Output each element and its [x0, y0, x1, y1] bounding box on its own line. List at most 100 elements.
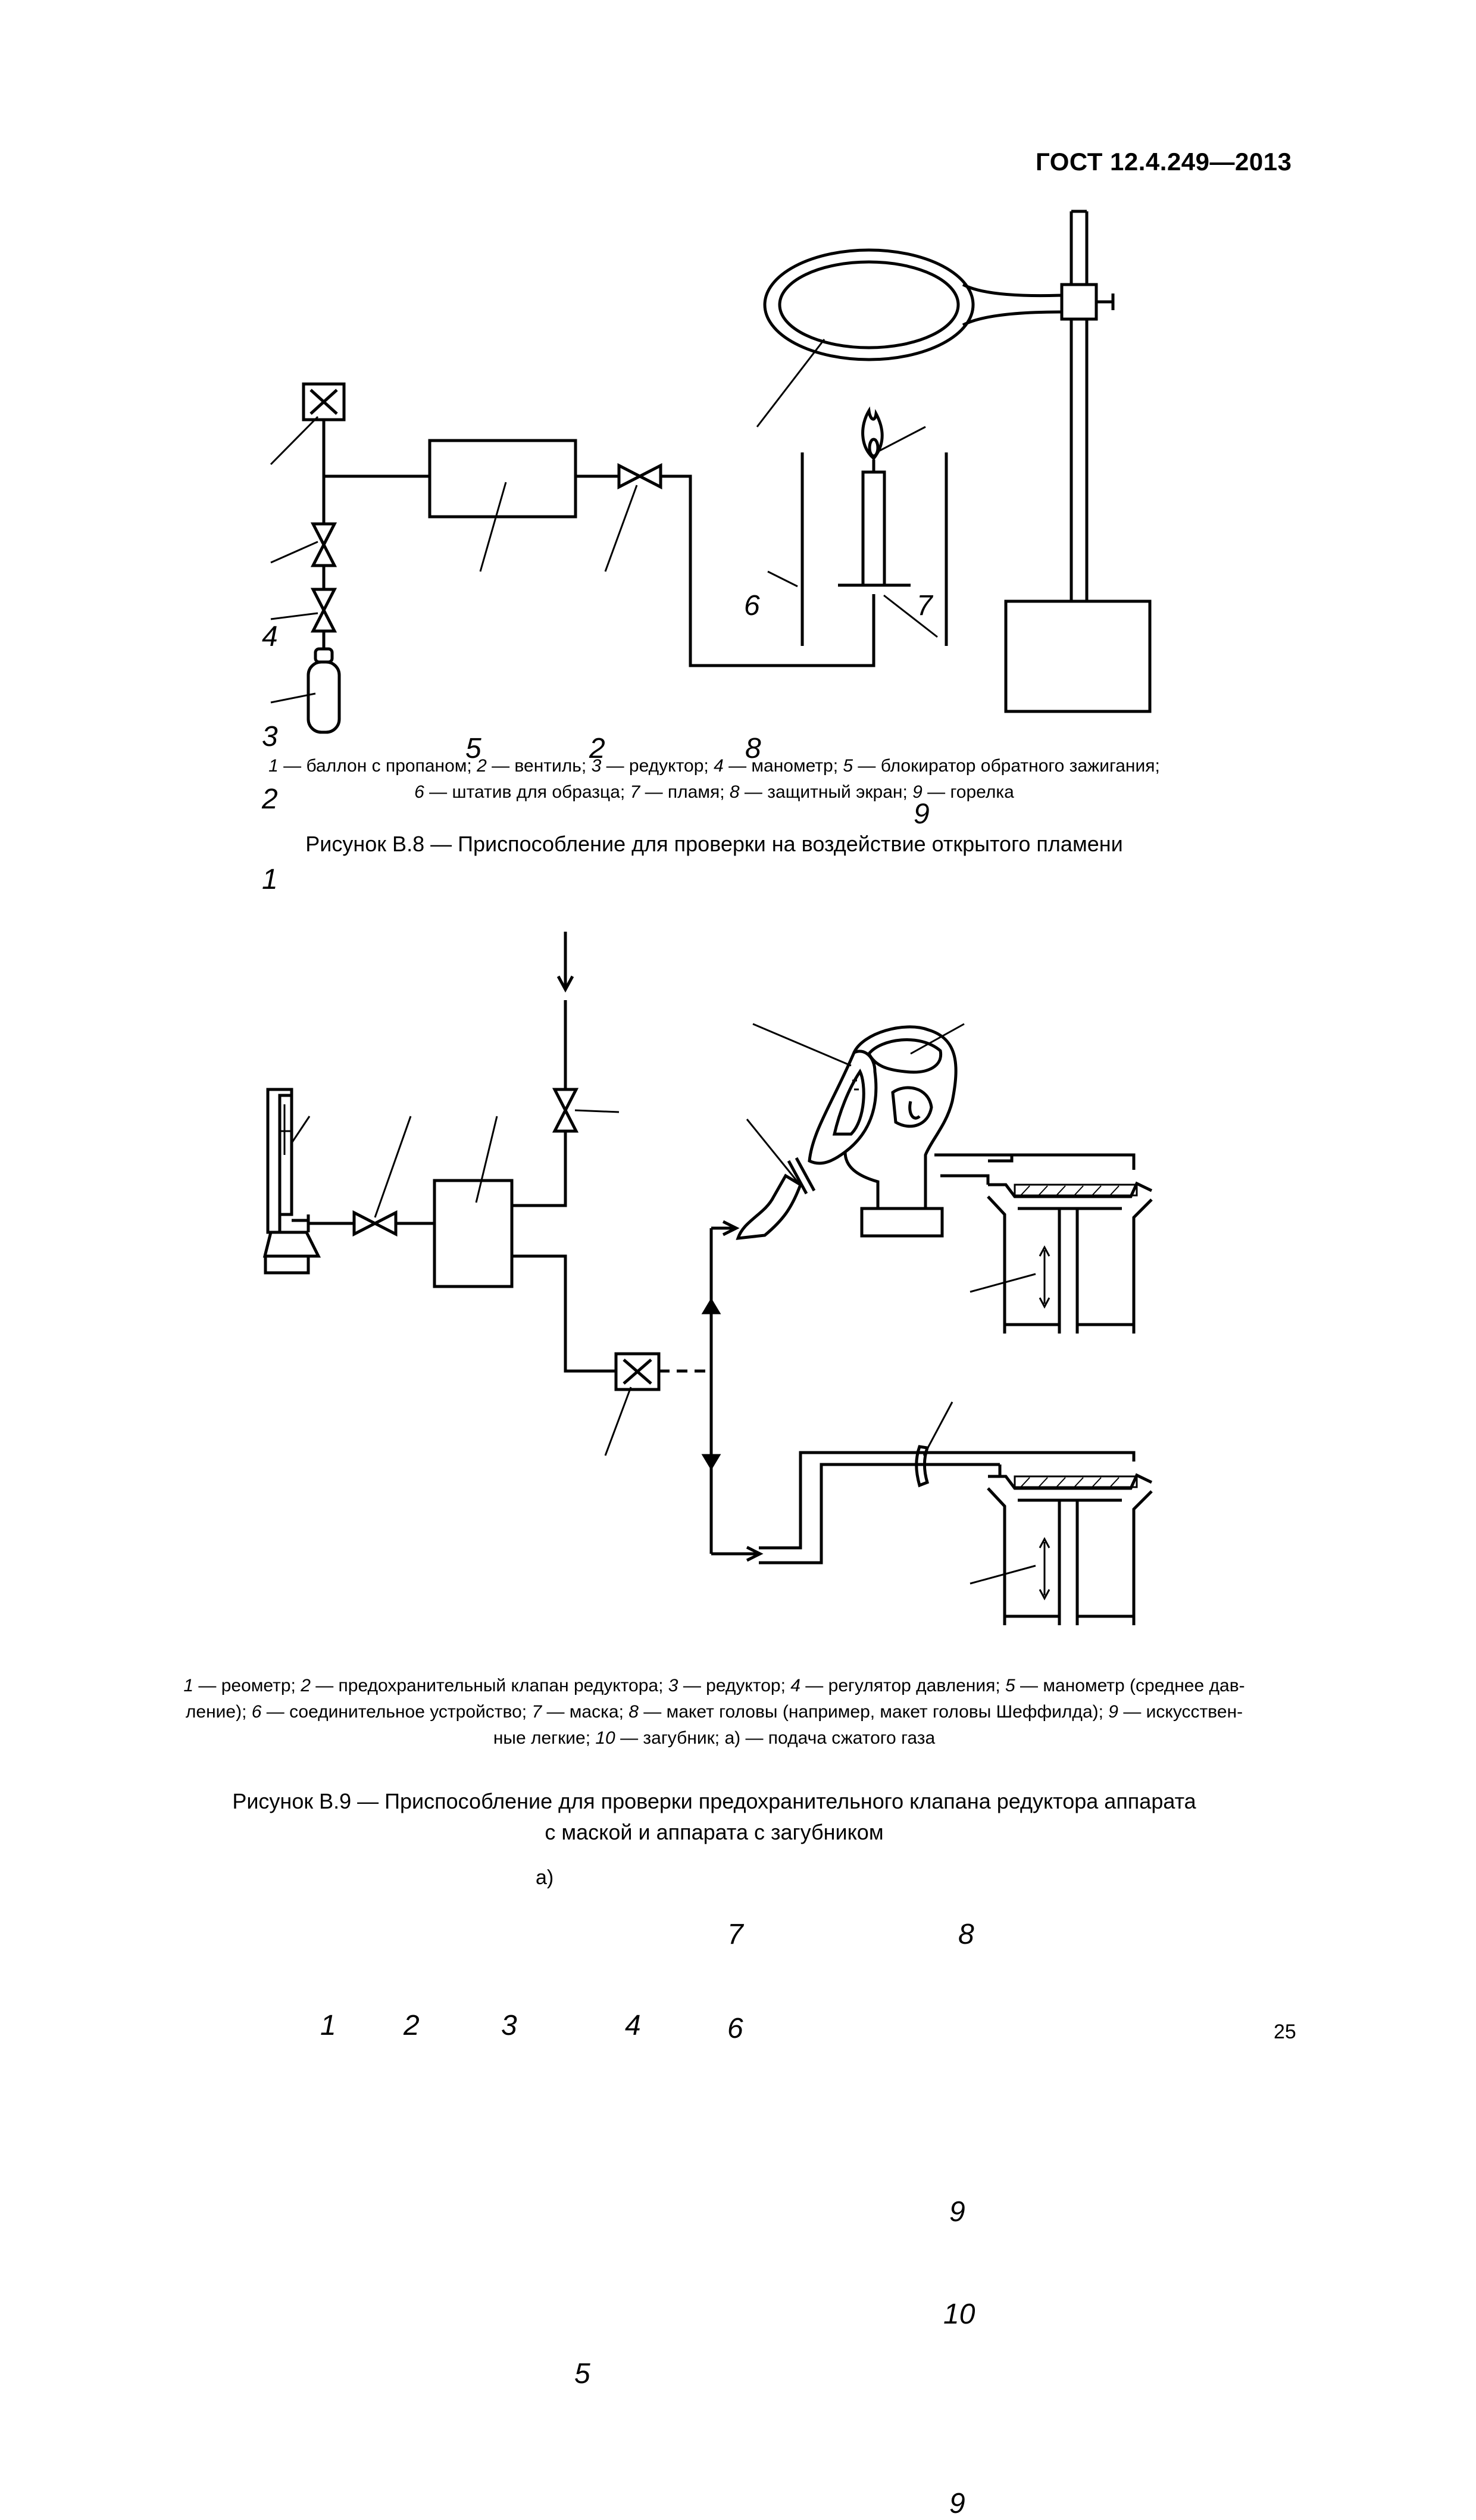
legend-text: — загубник; [615, 1728, 725, 1748]
gas-supply-arrow-icon [556, 932, 574, 993]
burner-icon [838, 460, 911, 587]
legend-key: 4 [714, 756, 724, 776]
legend-text: — штатив для образца; [424, 782, 630, 802]
legend-line: 1 — реометр; 2 — предохранительный клапа… [95, 1673, 1333, 1699]
label-7: 7 [727, 1919, 743, 1950]
legend-text: — макет головы (например, макет головы Ш… [638, 1702, 1109, 1722]
label-5: 5 [465, 733, 481, 764]
reducer-box [433, 1179, 514, 1288]
legend-text: — маска; [542, 1702, 629, 1722]
label-3: 3 [262, 721, 278, 752]
legend-line: 6 — штатив для образца; 7 — пламя; 8 — з… [95, 779, 1333, 805]
rheometer-icon [262, 1088, 321, 1275]
label-7: 7 [917, 590, 933, 622]
label-3: 3 [501, 2010, 517, 2041]
figure-b9-legend: 1 — реометр; 2 — предохранительный клапа… [95, 1673, 1333, 1751]
legend-key: 8 [628, 1702, 639, 1722]
specimen-ring-icon [763, 248, 1062, 361]
legend-text: а) — подача сжатого газа [724, 1728, 936, 1748]
legend-text: — пламя; [640, 782, 730, 802]
label-5: 5 [574, 2358, 590, 2390]
stand-icon [1004, 210, 1152, 713]
legend-text: ление); [185, 1702, 252, 1722]
legend-key: 1 [183, 1676, 194, 1695]
legend-text: — регулятор давления; [800, 1676, 1006, 1695]
label-supply: а) [536, 1866, 554, 1889]
label-6: 6 [744, 590, 760, 622]
legend-key: 8 [729, 782, 740, 802]
legend-text: — манометр (среднее дав- [1015, 1676, 1245, 1695]
label-2-cylinder: 2 [262, 783, 278, 815]
legend-key: 6 [414, 782, 424, 802]
label-4: 4 [262, 621, 278, 652]
manometer-icon [302, 382, 346, 421]
legend-text: — редуктор; [601, 756, 714, 776]
label-9-lower: 9 [949, 2488, 965, 2519]
legend-text: — блокиратор обратного зажигания; [853, 756, 1160, 776]
legend-line: ные легкие; 10 — загубник; а) — подача с… [95, 1725, 1333, 1751]
legend-text: ные легкие; [493, 1728, 596, 1748]
legend-text: — манометр; [723, 756, 843, 776]
legend-key: 2 [301, 1676, 311, 1695]
legend-text: — вентиль; [486, 756, 592, 776]
figure-b8-diagram [270, 210, 1152, 734]
label-2: 2 [404, 2010, 420, 2041]
legend-text: — предохранительный клапан редуктора; [310, 1676, 668, 1695]
artificial-lung-icon [987, 1181, 1153, 1334]
legend-text: — соединительное устройство; [261, 1702, 532, 1722]
label-4: 4 [625, 2010, 641, 2041]
legend-text: — защитный экран; [739, 782, 913, 802]
cylinder-valve-icon [310, 588, 337, 633]
legend-key: 6 [251, 1702, 262, 1722]
legend-key: 3 [668, 1676, 678, 1695]
legend-key: 2 [477, 756, 487, 776]
legend-text: — реометр; [193, 1676, 301, 1695]
legend-key: 5 [843, 756, 853, 776]
legend-line: ление); 6 — соединительное устройство; 7… [95, 1699, 1333, 1725]
legend-key: 7 [531, 1702, 542, 1722]
label-8: 8 [958, 1919, 974, 1950]
legend-line: 1 — баллон с пропаном; 2 — вентиль; 3 — … [95, 753, 1333, 779]
propane-cylinder-icon [307, 647, 341, 734]
mask-icon [808, 1050, 878, 1165]
legend-key: 10 [595, 1728, 615, 1748]
figure-b8: 4 3 2 1 5 2 6 7 8 9 [0, 196, 1476, 895]
connector-icon [736, 1157, 816, 1240]
figure-b8-caption: Рисунок В.8 — Приспособление для проверк… [305, 832, 1123, 856]
legend-key: 3 [591, 756, 602, 776]
label-9: 9 [914, 798, 930, 830]
caption-line: Рисунок В.9 — Приспособление для проверк… [232, 1789, 1196, 1813]
page-number: 25 [1274, 2021, 1296, 2043]
legend-key: 4 [790, 1676, 800, 1695]
flame-icon [861, 406, 884, 461]
label-1: 1 [262, 864, 278, 895]
valve-horizontal-icon [617, 463, 662, 490]
head-model-icon [843, 1025, 958, 1238]
legend-key: 5 [1005, 1676, 1015, 1695]
label-6: 6 [727, 2013, 743, 2044]
legend-text: — горелка [922, 782, 1014, 802]
reducer-valve-icon [310, 522, 337, 567]
label-1: 1 [320, 2010, 336, 2041]
figure-b9-diagram [262, 932, 1153, 1625]
label-8: 8 [745, 733, 761, 764]
pressure-regulator-icon [552, 1088, 579, 1133]
label-2-valve: 2 [589, 733, 605, 764]
manometer-icon [614, 1352, 661, 1391]
flashback-arrestor-box [428, 439, 577, 519]
artificial-lung-icon-2 [987, 1464, 1153, 1625]
document-header: ГОСТ 12.4.249—2013 [1036, 148, 1292, 176]
label-9-upper: 9 [949, 2196, 965, 2228]
legend-key: 1 [268, 756, 279, 776]
mouthpiece-icon [915, 1445, 930, 1488]
legend-key: 9 [912, 782, 923, 802]
caption-line: с маской и аппарата с загубником [545, 1820, 884, 1844]
figure-b8-legend: 1 — баллон с пропаном; 2 — вентиль; 3 — … [95, 753, 1333, 805]
legend-text: — баллон с пропаном; [278, 756, 477, 776]
legend-text: — редуктор; [678, 1676, 791, 1695]
figure-b9-caption: Рисунок В.9 — Приспособление для проверк… [95, 1786, 1333, 1848]
legend-key: 9 [1108, 1702, 1118, 1722]
figure-b9: а) 1 2 3 4 5 6 7 8 9 9 10 [0, 929, 1476, 2519]
legend-text: — искусствен- [1118, 1702, 1243, 1722]
label-10: 10 [943, 2299, 975, 2330]
